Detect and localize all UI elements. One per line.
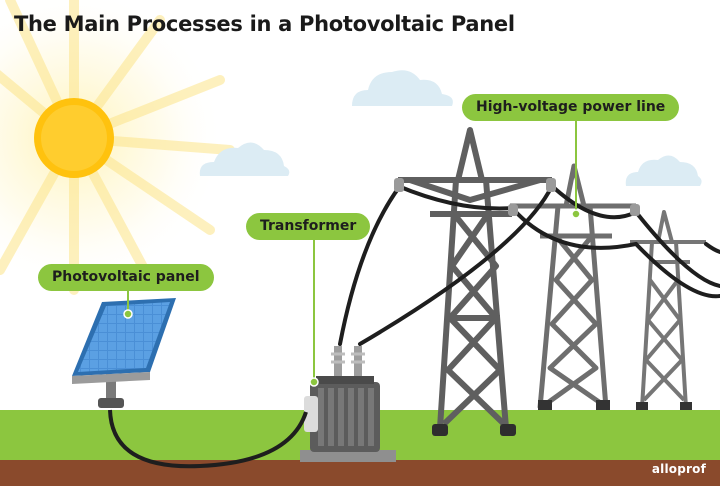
soil [0,460,720,486]
power-tower-near [398,127,552,436]
sun-icon [0,0,235,295]
transformer-icon [300,346,396,462]
insulators [394,178,640,216]
power-cables [338,184,720,346]
pointer-dots [123,209,581,387]
diagram-title: The Main Processes in a Photovoltaic Pan… [14,12,515,36]
power-tower-far [630,210,706,410]
cloud-icon [199,70,702,186]
power-line-label: High-voltage power line [462,94,680,121]
photovoltaic-panel-icon [72,298,176,408]
photovoltaic-panel-label: Photovoltaic panel [38,264,214,291]
panel-cable [108,409,308,469]
transformer-label: Transformer [246,213,371,240]
brand-logo: alloprof [651,462,706,476]
